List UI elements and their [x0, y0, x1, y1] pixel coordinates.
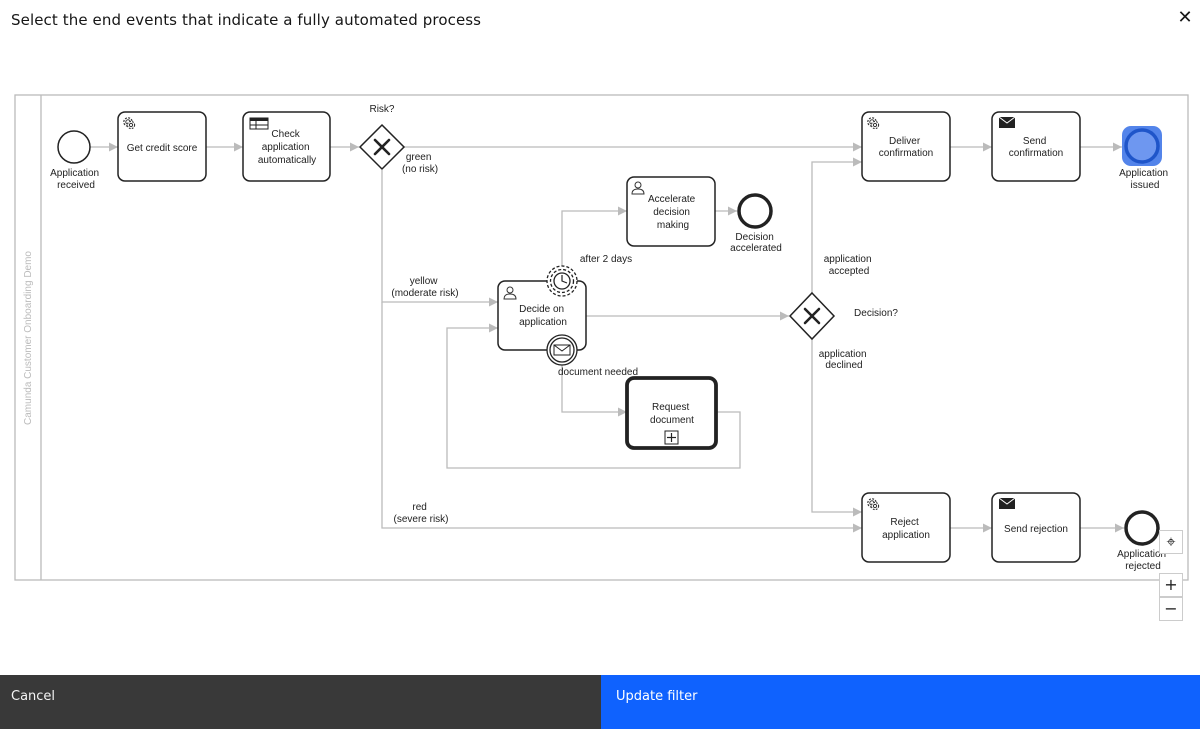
- flow-label-document-needed: document needed: [558, 367, 638, 378]
- send-task-icon: [998, 497, 1016, 510]
- update-filter-button[interactable]: Update filter: [601, 675, 1200, 729]
- bpmn-diagram: Camunda Customer Onboarding Demo Applica…: [0, 60, 1200, 640]
- end-event-application-issued[interactable]: [1122, 126, 1162, 166]
- svg-text:Send rejection: Send rejection: [1004, 524, 1068, 535]
- task-reject-application[interactable]: Reject application: [861, 492, 951, 563]
- svg-text:Reject application: Reject application: [882, 517, 930, 541]
- start-event-label: Application received: [50, 168, 102, 191]
- svg-text:Decide on application: Decide on application: [519, 304, 567, 328]
- timer-boundary-event: [546, 265, 578, 297]
- task-deliver-confirmation[interactable]: Deliver confirmation: [861, 111, 951, 182]
- zoom-out-button[interactable]: −: [1159, 597, 1183, 621]
- end-event-application-issued-label: Application issued: [1119, 168, 1171, 191]
- svg-text:Get credit score: Get credit score: [127, 143, 198, 154]
- cancel-button[interactable]: Cancel: [0, 675, 601, 729]
- flow-after-2-days: [561, 206, 627, 268]
- task-get-credit-score[interactable]: Get credit score: [117, 111, 207, 182]
- flow-document-needed: [561, 364, 627, 417]
- flow-label-after-2-days: after 2 days: [580, 254, 632, 265]
- svg-text:Deliver confirmation: Deliver confirmation: [879, 136, 933, 159]
- gateway-decision-label: Decision?: [854, 308, 898, 319]
- dialog-title: Select the end events that indicate a fu…: [11, 11, 482, 29]
- flow-label-declined: application declined: [819, 349, 870, 371]
- flow-request-loop: [446, 323, 741, 469]
- end-event-decision-accelerated-label: Decision accelerated: [730, 232, 782, 254]
- gateway-decision: [788, 291, 836, 341]
- end-event-application-rejected[interactable]: [1124, 510, 1160, 546]
- svg-text:Send confirmation: Send confirmation: [1009, 136, 1063, 159]
- flow-accepted: [811, 157, 862, 293]
- flow-label-yellow: yellow (moderate risk): [391, 276, 458, 299]
- svg-text:Check application: Check application automatically: [258, 129, 316, 166]
- end-event-application-rejected-label: Application rejected: [1117, 549, 1169, 572]
- task-decide-on-application[interactable]: Decide on application: [497, 280, 587, 351]
- envelope-icon: [553, 344, 571, 356]
- task-send-confirmation[interactable]: Send confirmation: [991, 111, 1081, 182]
- svg-text:Request document: Request document: [650, 402, 694, 426]
- zoom-in-button[interactable]: +: [1159, 573, 1183, 597]
- send-task-icon: [998, 116, 1016, 129]
- business-rule-task-icon: [249, 117, 269, 130]
- reset-view-icon[interactable]: ⌖: [1159, 530, 1183, 554]
- flow-label-red: red (severe risk): [393, 502, 448, 525]
- expand-subprocess-icon: [664, 430, 679, 445]
- end-event-decision-accelerated[interactable]: [737, 193, 773, 229]
- task-send-rejection[interactable]: Send rejection: [991, 492, 1081, 563]
- task-accelerate-decision[interactable]: Accelerate decision making: [626, 176, 716, 247]
- start-event-application-received: [57, 130, 91, 164]
- task-check-application[interactable]: Check application automatically: [242, 111, 331, 182]
- flow-red: [381, 302, 862, 533]
- message-boundary-event: [546, 334, 578, 366]
- flow-label-accepted: application accepted: [824, 254, 875, 277]
- gateway-risk-label: Risk?: [369, 104, 394, 115]
- pool-label: Camunda Customer Onboarding Demo: [23, 251, 34, 425]
- close-icon[interactable]: ✕: [1177, 7, 1193, 28]
- svg-text:Accelerate decision: Accelerate decision making: [648, 194, 698, 231]
- flow-declined: [811, 339, 862, 517]
- gateway-risk: [358, 123, 406, 171]
- flow-label-green: green (no risk): [402, 152, 438, 175]
- dialog-footer: Cancel Update filter: [0, 675, 1200, 729]
- task-request-document[interactable]: Request document: [625, 376, 718, 450]
